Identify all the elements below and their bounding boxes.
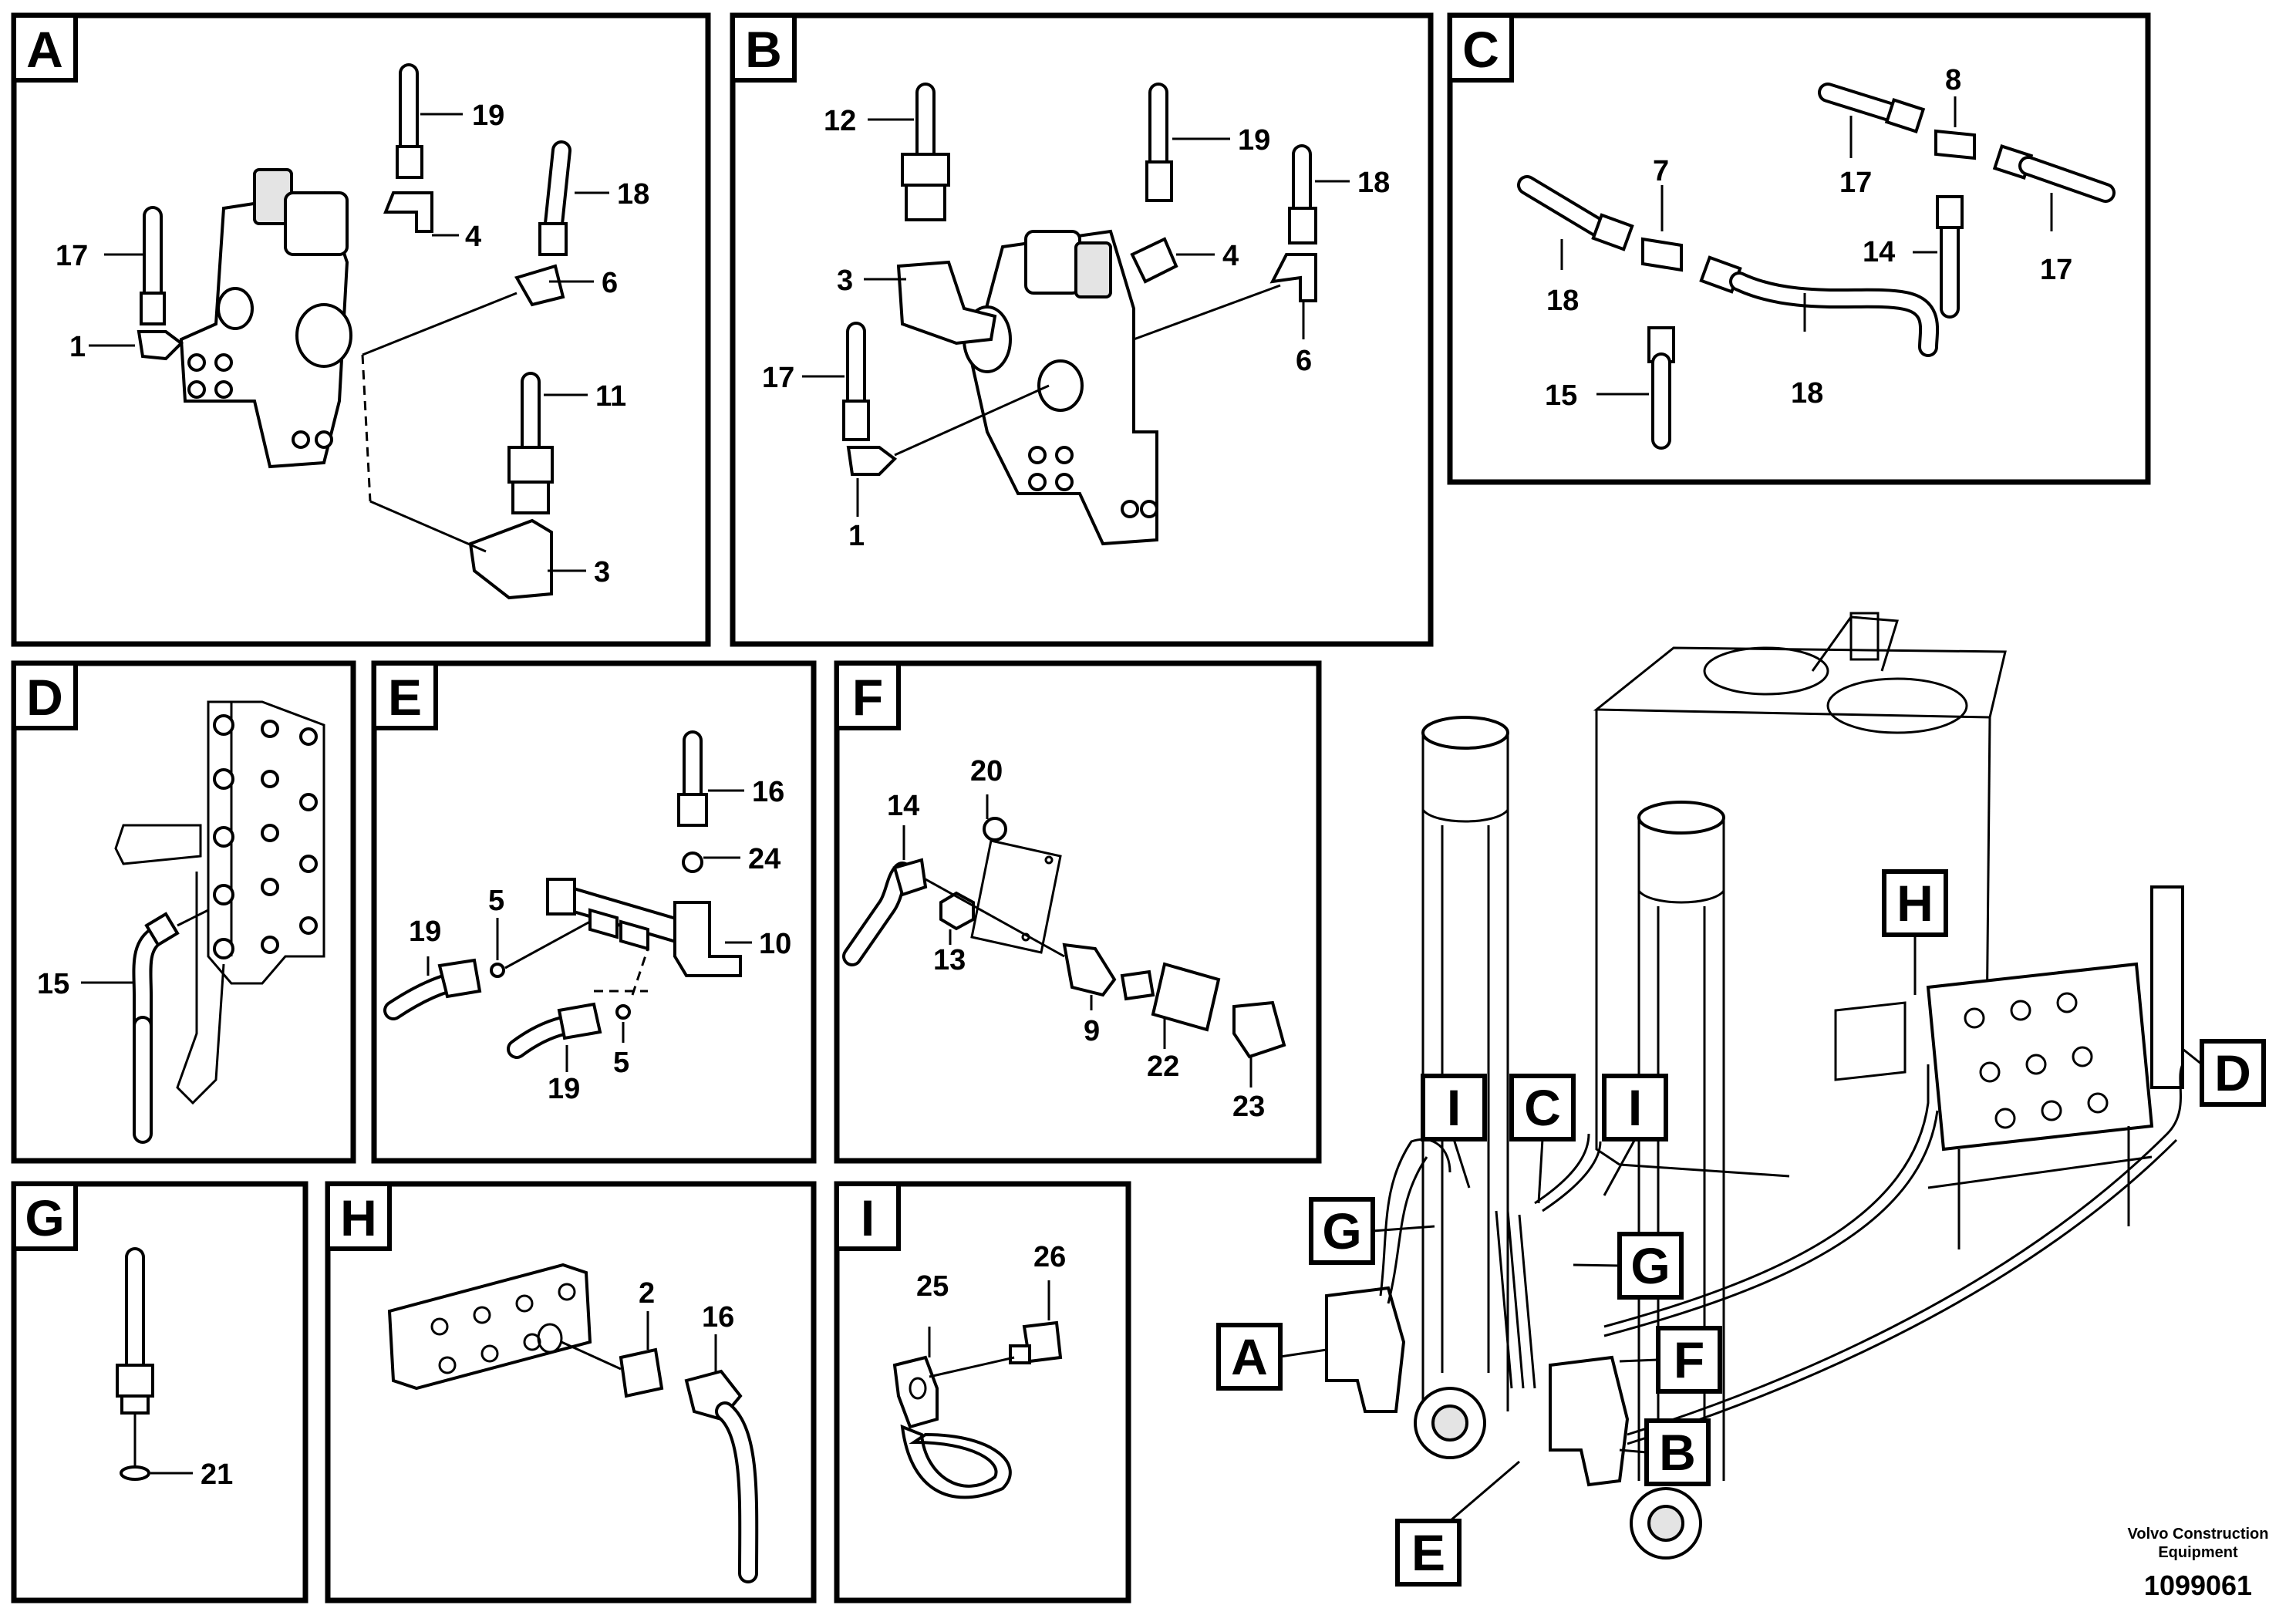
callout-18: 18 — [617, 178, 649, 211]
overview-tag-f: F — [1674, 1331, 1704, 1388]
overview-tag-c: C — [1524, 1079, 1561, 1136]
overview-tag-i-2: I — [1628, 1079, 1642, 1136]
callout-1: 1 — [69, 331, 86, 363]
panel-b-tag: B — [745, 21, 782, 78]
panel-a-tag: A — [26, 21, 63, 78]
callout-18: 18 — [1546, 285, 1579, 317]
panel-d: D 15 — [11, 660, 356, 1164]
panel-e-tag: E — [388, 669, 422, 726]
callout-24: 24 — [748, 843, 781, 875]
callout-19: 19 — [548, 1073, 580, 1105]
panel-f: F 20 14 13 9 22 23 — [834, 660, 1322, 1164]
panel-g: G 21 — [11, 1181, 308, 1603]
callout-16: 16 — [702, 1301, 734, 1334]
overview-tag-h: H — [1896, 875, 1934, 932]
document-number: 1099061 — [2144, 1570, 2252, 1601]
overview-machine — [1325, 612, 2184, 1560]
callout-14: 14 — [887, 790, 919, 822]
callout-18: 18 — [1791, 377, 1823, 410]
credit-line-1: Volvo Construction — [2128, 1526, 2269, 1543]
callout-25: 25 — [916, 1270, 949, 1303]
callout-17: 17 — [2040, 254, 2072, 286]
overview-tag-a: A — [1231, 1328, 1268, 1385]
panel-h-tag: H — [340, 1189, 377, 1246]
callout-4: 4 — [465, 221, 481, 253]
callout-3: 3 — [594, 556, 610, 588]
callout-4: 4 — [1222, 240, 1239, 272]
callout-16: 16 — [752, 776, 784, 808]
overview-tags: H D I C I G G A F B — [1216, 869, 2266, 1587]
panel-h: H 2 16 — [325, 1181, 817, 1603]
credit-line-2: Equipment — [2158, 1544, 2238, 1561]
callout-8: 8 — [1945, 64, 1961, 96]
overview-tag-i: I — [1447, 1079, 1461, 1136]
callout-5: 5 — [613, 1047, 629, 1079]
callout-19: 19 — [409, 916, 441, 948]
callout-15: 15 — [37, 968, 69, 1000]
callout-17: 17 — [762, 362, 794, 394]
callout-21: 21 — [201, 1458, 233, 1491]
callout-6: 6 — [602, 267, 618, 299]
overview-tag-g: G — [1322, 1202, 1361, 1259]
callout-19: 19 — [1238, 124, 1270, 157]
callout-9: 9 — [1084, 1015, 1100, 1047]
callout-7: 7 — [1653, 155, 1669, 187]
callout-13: 13 — [933, 944, 966, 976]
callout-17: 17 — [56, 240, 88, 272]
callout-3: 3 — [837, 265, 853, 297]
panel-i: I 26 25 — [834, 1181, 1131, 1603]
callout-2: 2 — [639, 1277, 655, 1310]
overview-tag-g-2: G — [1630, 1237, 1670, 1294]
panel-c: C 8 7 17 17 14 18 18 15 — [1447, 12, 2151, 485]
panel-a: A — [11, 12, 711, 647]
callout-20: 20 — [970, 755, 1003, 787]
callout-23: 23 — [1232, 1091, 1265, 1123]
overview-tag-d: D — [2214, 1044, 2251, 1101]
callout-22: 22 — [1147, 1050, 1179, 1083]
callout-26: 26 — [1033, 1241, 1066, 1273]
callout-14: 14 — [1863, 236, 1895, 268]
callout-12: 12 — [824, 105, 856, 137]
callout-1: 1 — [848, 520, 865, 552]
panel-d-tag: D — [26, 669, 63, 726]
callout-10: 10 — [759, 928, 791, 960]
panel-i-tag: I — [861, 1189, 875, 1246]
panel-f-tag: F — [852, 669, 883, 726]
callout-6: 6 — [1296, 345, 1312, 377]
footer: Volvo Construction Equipment 1099061 — [2128, 1526, 2269, 1601]
callout-18: 18 — [1357, 167, 1390, 199]
panel-b: B 12 — [730, 12, 1434, 647]
panel-c-tag: C — [1462, 21, 1499, 78]
panel-g-tag: G — [25, 1189, 64, 1246]
panel-e: E 16 24 5 19 10 — [371, 660, 817, 1164]
overview-tag-b: B — [1659, 1424, 1696, 1481]
callout-15: 15 — [1545, 379, 1577, 412]
callout-19: 19 — [472, 99, 504, 132]
callout-17: 17 — [1839, 167, 1872, 199]
callout-11: 11 — [595, 380, 626, 413]
overview-tag-e: E — [1411, 1524, 1445, 1581]
callout-5: 5 — [488, 885, 504, 917]
